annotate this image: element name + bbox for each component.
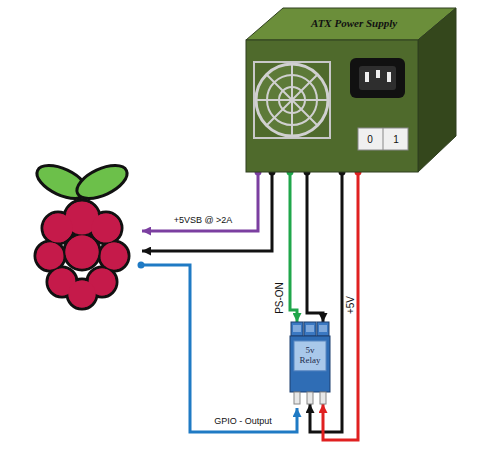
box-title: ATX Power Supply (284, 17, 424, 30)
socket-pin (387, 72, 391, 82)
header-pin (320, 392, 326, 404)
terminal-screw (306, 325, 314, 332)
screw-terminal (317, 322, 329, 336)
header-pin (294, 392, 300, 404)
screw-terminal (304, 322, 316, 336)
fan-grille (256, 64, 328, 136)
header-pin (307, 392, 313, 404)
pi-leaf (72, 159, 132, 205)
signal-name: +5VSB @ >2A (174, 216, 233, 226)
figure-part (44, 214, 73, 243)
pi-berry-fill (37, 202, 128, 308)
relay-can (294, 341, 326, 371)
wire-connector (307, 172, 323, 322)
pi-berry (35, 200, 129, 309)
figure-part (69, 281, 96, 308)
figure-part (101, 243, 128, 270)
wire-connector (323, 172, 358, 440)
gpio-wire (141, 265, 297, 432)
fan-frame (254, 62, 330, 138)
raspberry-pi-logo (32, 159, 132, 309)
screw-terminal (291, 322, 303, 336)
figure-part (37, 243, 64, 270)
switch-divider (383, 128, 384, 150)
standby-wire (142, 172, 258, 231)
node-outline (246, 8, 466, 172)
wire-label: PS-ON (274, 282, 285, 314)
ground-wire (142, 172, 272, 251)
relay-body (290, 336, 330, 392)
fan-bars (256, 64, 328, 136)
figure-part (64, 234, 100, 270)
figure-part (66, 236, 99, 269)
socket-pin (376, 70, 380, 78)
socket-pin (365, 72, 369, 82)
terminal-screw (319, 325, 327, 332)
pi-berry-seams (68, 200, 96, 207)
wire-dot (138, 262, 145, 269)
wire-connector (290, 172, 297, 322)
switch-marking: 0 (367, 134, 373, 145)
power-supply-box: ATX Power Supply (246, 8, 466, 172)
signal-name: GPIO - Output (214, 417, 272, 427)
psu-front-face (246, 40, 418, 172)
power-socket (350, 58, 405, 98)
wire-connector (310, 172, 342, 432)
psu-side-face (418, 8, 456, 172)
switch-marking: 1 (393, 134, 399, 145)
figure-part (92, 214, 121, 243)
socket-inlet (359, 66, 396, 90)
wire-label: +5V (345, 296, 356, 314)
relay-label: 5v Relay (295, 346, 325, 366)
figure-part (68, 200, 96, 207)
terminal-screw (293, 325, 301, 332)
relay-module: 5v Relay (290, 322, 330, 404)
power-switch (358, 128, 408, 150)
